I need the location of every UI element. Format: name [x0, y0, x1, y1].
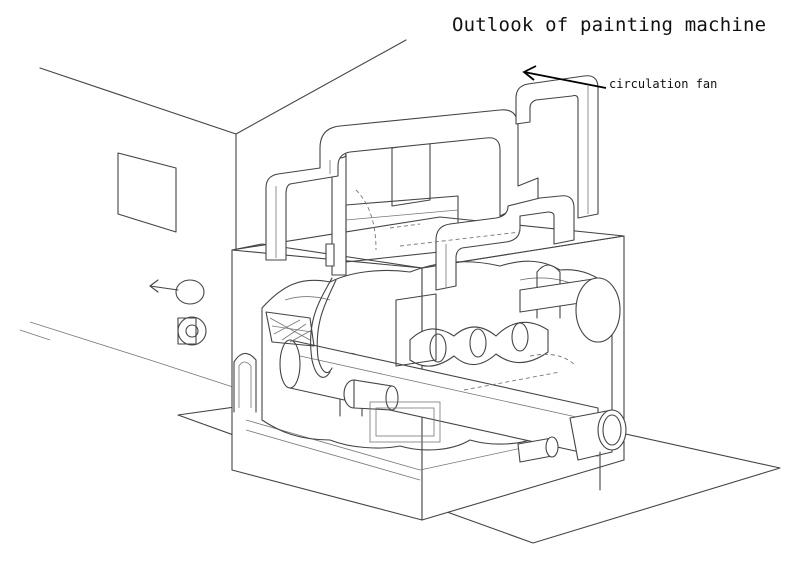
rollers-and-pipe [279, 277, 603, 457]
side-fan [149, 279, 207, 346]
filter-mesh [265, 311, 315, 347]
figure-title: Outlook of painting machine [452, 14, 767, 36]
circulation-ducts [265, 75, 599, 291]
front-spindle [517, 409, 627, 491]
circulation-fan-arrow [522, 65, 607, 89]
circulation-fan-label: circulation fan [609, 77, 718, 91]
hidden-lines [355, 189, 577, 391]
wall-window [117, 152, 177, 233]
side-port [575, 277, 621, 343]
